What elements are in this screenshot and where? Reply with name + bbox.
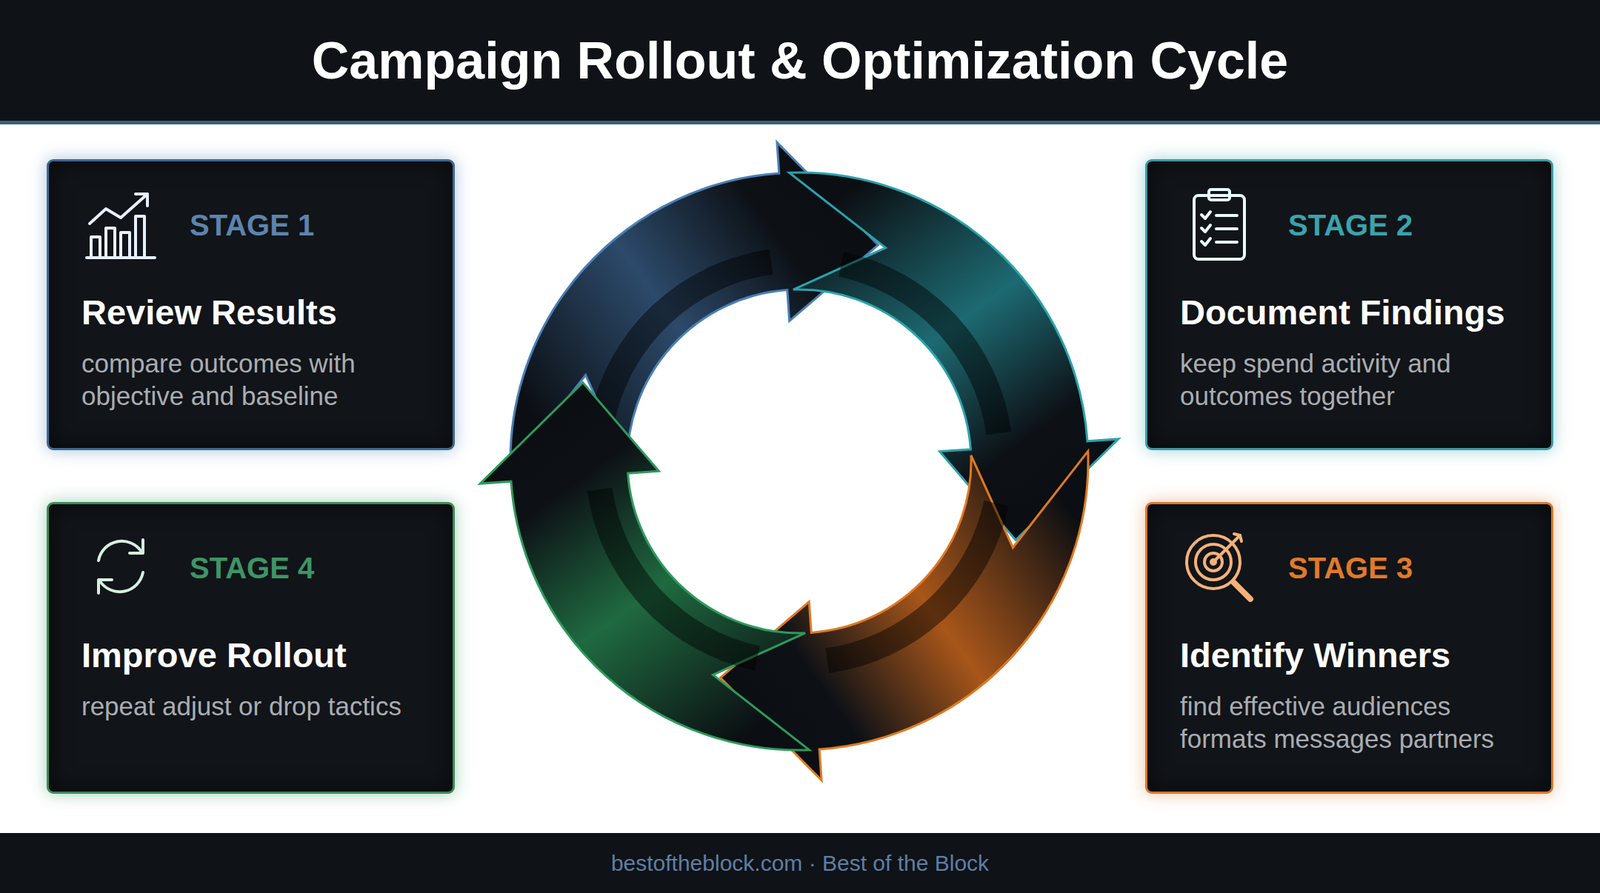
stage-label: STAGE 1: [189, 208, 315, 243]
refresh-icon: [83, 529, 158, 604]
chart-icon: [83, 186, 158, 261]
target-icon: [1182, 529, 1257, 604]
stage-description: repeat adjust or drop tactics: [81, 690, 445, 723]
stage-label: STAGE 3: [1288, 551, 1413, 586]
arrow-channel: [602, 262, 772, 420]
cycle-arrow: [480, 382, 810, 751]
stage-title: Document Findings: [1180, 291, 1506, 333]
stage-description: find effective audiences formats message…: [1180, 690, 1543, 756]
stage-title: Improve Rollout: [81, 634, 347, 676]
stage-label: STAGE 2: [1288, 208, 1413, 243]
clipboard-icon: [1182, 186, 1257, 261]
stage-label: STAGE 4: [189, 551, 315, 586]
stage-title: Review Results: [81, 291, 338, 333]
stage-box: STAGE 2 Document Findings keep spend activ…: [1145, 159, 1554, 451]
arrow-channel: [600, 489, 758, 659]
stage-description: keep spend activity and outcomes togethe…: [1180, 347, 1543, 413]
arrow-channel: [827, 503, 997, 662]
stage-description: compare outcomes with objective and base…: [81, 347, 445, 413]
stage-box: STAGE 1 Review Results compare outcomes wi…: [46, 159, 455, 451]
footer-text: bestoftheblock.com · Best of the Block: [0, 833, 1600, 893]
diagram-title: Campaign Rollout & Optimization Cycle: [0, 0, 1600, 121]
arrow-channel: [841, 264, 1000, 434]
header-rule: [0, 120, 1600, 125]
stage-title: Identify Winners: [1180, 634, 1451, 676]
